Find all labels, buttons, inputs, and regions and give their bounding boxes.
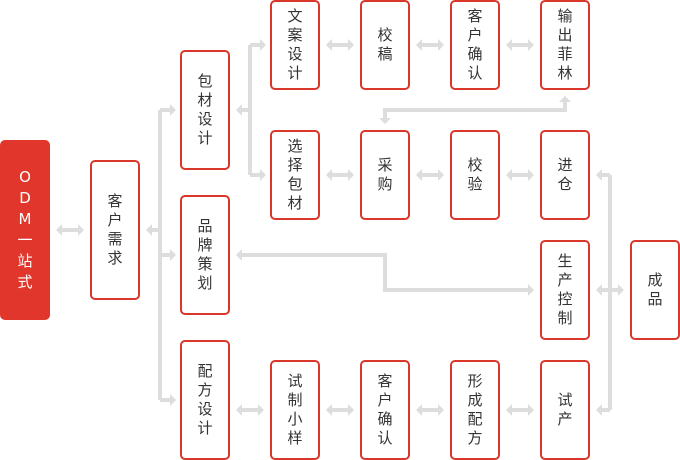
output-film-box: 输出菲林 — [540, 0, 590, 90]
purchase-inspect-arrow-right — [438, 169, 444, 181]
purchase-inspect-arrow-left — [416, 169, 422, 181]
packaging-to-copy-arrow — [260, 39, 266, 51]
packaging-to-select-arrow — [260, 169, 266, 181]
select-packaging-label: 选择包材 — [287, 137, 303, 212]
copy-proof-arrow-left — [326, 39, 332, 51]
brand-link-arrow-left — [236, 249, 242, 261]
needs-to-brand-arrow — [170, 249, 176, 261]
customer-needs-box: 客户需求 — [90, 160, 140, 300]
select-packaging-box: 选择包材 — [270, 130, 320, 220]
odm-to-needs-arrow-left — [56, 224, 62, 236]
formula-sample-arrow-right — [258, 404, 264, 416]
confirm-form-arrow-right — [438, 404, 444, 416]
customer-confirm-top-box: 客户确认 — [450, 0, 500, 90]
purchasing-box: 采购 — [360, 130, 410, 220]
form-formula-label: 形成配方 — [467, 372, 483, 447]
proof-confirm-arrow-left — [416, 39, 422, 51]
brand-production-link — [242, 253, 528, 292]
proofreading-label: 校稿 — [377, 26, 393, 63]
form-trial-arrow-left — [506, 404, 512, 416]
finished-product-box: 成品 — [630, 240, 680, 340]
copy-design-box: 文案设计 — [270, 0, 320, 90]
formula-design-box: 配方设计 — [180, 340, 230, 460]
confirm-film-arrow-left — [506, 39, 512, 51]
brand-planning-label: 品牌策划 — [197, 217, 213, 292]
production-control-box: 生产控制 — [540, 240, 590, 340]
warehousing-label: 进仓 — [557, 156, 573, 193]
customer-confirm-bottom-box: 客户确认 — [360, 360, 410, 460]
collector-trial-arrow — [596, 404, 602, 416]
odm-one-stop-box: ODM一站式 — [0, 140, 50, 320]
select-purchase-arrow-left — [326, 169, 332, 181]
trial-production-box: 试产 — [540, 360, 590, 460]
confirm-film-arrow-right — [528, 39, 534, 51]
production-link-arrow-right — [528, 284, 534, 296]
packaging-design-label: 包材设计 — [197, 72, 213, 147]
production-control-label: 生产控制 — [557, 252, 573, 327]
odm-to-needs-arrow-right — [78, 224, 84, 236]
brand-planning-box: 品牌策划 — [180, 195, 230, 315]
packaging-arrow-left — [236, 104, 242, 116]
needs-to-packaging-arrow — [170, 104, 176, 116]
inspection-label: 校验 — [467, 156, 483, 193]
purchasing-label: 采购 — [377, 156, 393, 193]
confirm-form-arrow-left — [416, 404, 422, 416]
inspect-warehouse-arrow-left — [506, 169, 512, 181]
proofreading-box: 校稿 — [360, 0, 410, 90]
form-trial-arrow-right — [528, 404, 534, 416]
purchasing-loop-arrow-down — [379, 118, 391, 124]
collector-production-arrow — [596, 284, 602, 296]
trial-sample-box: 试制小样 — [270, 360, 320, 460]
customer-needs-label: 客户需求 — [107, 192, 123, 267]
form-formula-box: 形成配方 — [450, 360, 500, 460]
customer-confirm-top-label: 客户确认 — [467, 7, 483, 82]
odm-one-stop-label: ODM一站式 — [17, 168, 33, 291]
inspect-warehouse-arrow-right — [528, 169, 534, 181]
film-purchasing-loop — [383, 102, 567, 118]
copy-proof-arrow-right — [348, 39, 354, 51]
needs-arrow-left — [146, 224, 152, 236]
finished-product-label: 成品 — [647, 271, 663, 308]
sample-confirm-arrow-right — [348, 404, 354, 416]
packaging-design-box: 包材设计 — [180, 50, 230, 170]
trial-sample-label: 试制小样 — [287, 372, 303, 447]
collector-finished-arrow — [618, 284, 624, 296]
copy-design-label: 文案设计 — [287, 7, 303, 82]
formula-sample-arrow-left — [236, 404, 242, 416]
trial-production-label: 试产 — [557, 391, 573, 428]
film-loop-arrow-up — [559, 96, 571, 102]
sample-confirm-arrow-left — [326, 404, 332, 416]
select-purchase-arrow-right — [348, 169, 354, 181]
output-film-label: 输出菲林 — [557, 7, 573, 82]
customer-confirm-bottom-label: 客户确认 — [377, 372, 393, 447]
proof-confirm-arrow-right — [438, 39, 444, 51]
inspection-box: 校验 — [450, 130, 500, 220]
needs-to-formula-arrow — [170, 394, 176, 406]
formula-design-label: 配方设计 — [197, 362, 213, 437]
collector-warehouse-arrow — [596, 169, 602, 181]
warehousing-box: 进仓 — [540, 130, 590, 220]
